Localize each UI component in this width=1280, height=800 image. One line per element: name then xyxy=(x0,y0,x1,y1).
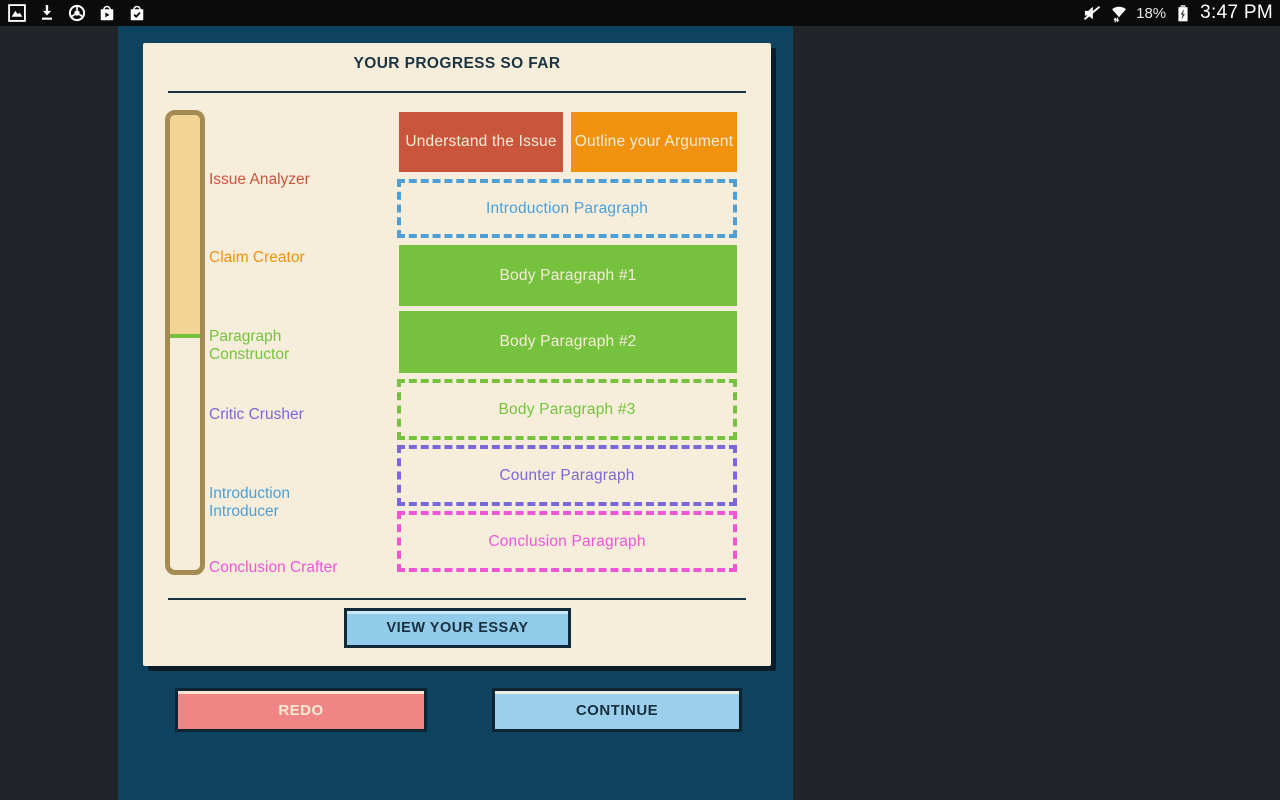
progress-box-outline-argument: Outline your Argument xyxy=(571,112,737,172)
notification-icons xyxy=(7,3,147,23)
divider xyxy=(168,598,746,600)
status-bar[interactable]: 18% 3:47 PM xyxy=(0,0,1280,26)
stage-label-conclusion-crafter: Conclusion Crafter xyxy=(209,559,338,576)
stage-label-paragraph-constructor: Paragraph Constructor xyxy=(209,328,290,363)
wifi-icon xyxy=(1112,6,1127,23)
progress-meter xyxy=(165,110,205,575)
redo-button[interactable]: REDO xyxy=(175,688,427,732)
progress-box-body-paragraph-3: Body Paragraph #3 xyxy=(397,379,737,440)
view-essay-button[interactable]: VIEW YOUR ESSAY xyxy=(344,608,571,648)
stage-label-critic-crusher: Critic Crusher xyxy=(209,406,304,423)
muted-speaker-icon xyxy=(1084,6,1101,20)
battery-charging-icon xyxy=(1178,5,1188,22)
continue-button[interactable]: CONTINUE xyxy=(492,688,742,732)
progress-box-conclusion-paragraph: Conclusion Paragraph xyxy=(397,511,737,572)
progress-meter-fill xyxy=(170,115,200,338)
progress-box-body-paragraph-1: Body Paragraph #1 xyxy=(399,245,737,306)
divider xyxy=(168,91,746,93)
stage-label-introduction-introducer: Introduction Introducer xyxy=(209,485,290,520)
gallery-icon xyxy=(8,4,26,22)
progress-box-body-paragraph-2: Body Paragraph #2 xyxy=(399,311,737,373)
system-status-icons: 18% 3:47 PM xyxy=(1082,2,1273,24)
progress-box-understand-issue: Understand the Issue xyxy=(399,112,563,172)
progress-card: YOUR PROGRESS SO FAR Issue Analyzer Clai… xyxy=(143,43,771,666)
clock: 3:47 PM xyxy=(1200,2,1273,23)
play-store-icon xyxy=(100,5,114,21)
download-icon xyxy=(42,5,52,20)
progress-box-counter-paragraph: Counter Paragraph xyxy=(397,445,737,506)
stage-label-issue-analyzer: Issue Analyzer xyxy=(209,171,310,188)
app-panel: YOUR PROGRESS SO FAR Issue Analyzer Clai… xyxy=(118,26,793,800)
stage-label-claim-creator: Claim Creator xyxy=(209,249,305,266)
page-title: YOUR PROGRESS SO FAR xyxy=(353,55,561,72)
chrome-icon xyxy=(68,4,86,22)
battery-percent: 18% xyxy=(1136,4,1167,22)
updates-done-icon xyxy=(130,5,144,21)
progress-box-introduction-paragraph: Introduction Paragraph xyxy=(397,179,737,238)
